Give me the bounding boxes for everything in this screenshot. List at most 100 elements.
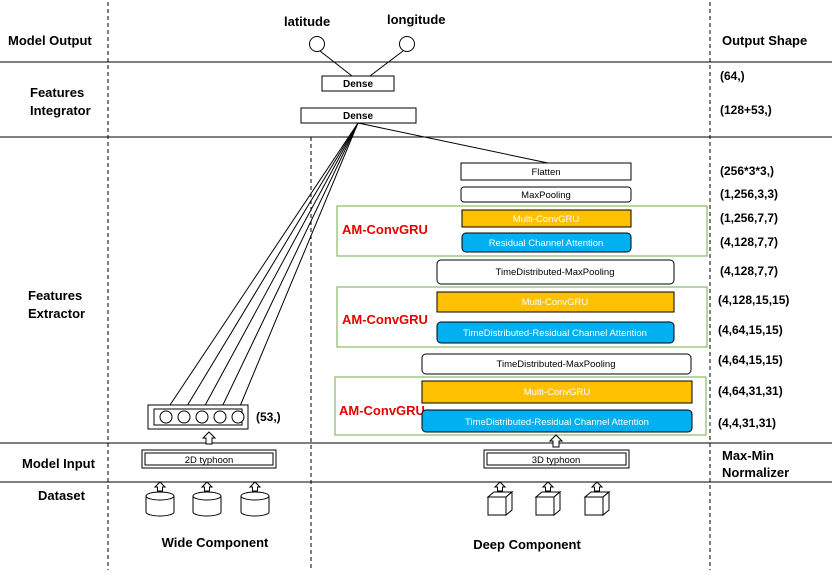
arrow-shape — [548, 434, 564, 448]
output-shape-4: (1,256,7,7) — [720, 211, 778, 225]
am-convgru-frame-3 — [334, 376, 707, 436]
arrow-shape — [590, 481, 604, 492]
wide-node-5 — [231, 410, 245, 424]
cylinder-icon — [192, 481, 222, 517]
td-residual-attention-label-2: TimeDistributed-Residual Channel Attenti… — [463, 328, 647, 339]
td-residual-attention-box-3 — [421, 409, 693, 433]
row-label-features-integrator-2: Integrator — [30, 103, 91, 118]
cylinder-body — [240, 496, 270, 517]
wide-node-2 — [177, 410, 191, 424]
cube-front — [535, 496, 555, 516]
maxpool-label: MaxPooling — [521, 190, 571, 201]
arrow-shape — [541, 481, 555, 492]
arrow-shape — [248, 481, 262, 492]
row-label-features-extractor-1: Features — [28, 288, 82, 303]
td-maxpool-box-1 — [436, 259, 675, 285]
dense-label-top: Dense — [343, 79, 373, 90]
edge-lon-to-dense — [369, 50, 404, 77]
td-residual-attention-box-2 — [436, 321, 675, 344]
cube-icon — [486, 481, 514, 517]
td-maxpool-label-1: TimeDistributed-MaxPooling — [496, 267, 615, 278]
output-shape-10: (4,64,31,31) — [718, 384, 783, 398]
flatten-box — [460, 162, 632, 181]
residual-attention-box-1 — [461, 232, 632, 253]
edge-wide-4 — [219, 122, 359, 412]
normalizer-label-2: Normalizer — [722, 465, 789, 480]
edge-dense-to-flatten — [357, 122, 549, 164]
deep-component-title: Deep Component — [473, 537, 581, 552]
output-shape-5: (4,128,7,7) — [720, 235, 778, 249]
am-convgru-label-3: AM-ConvGRU — [339, 403, 425, 418]
td-residual-attention-label-3: TimeDistributed-Residual Channel Attenti… — [465, 417, 649, 428]
output-shape-values: (64,) (128+53,) (256*3*3,) (1,256,3,3) (… — [718, 69, 789, 430]
td-maxpool-label-2: TimeDistributed-MaxPooling — [497, 359, 616, 370]
dense-label-bottom: Dense — [343, 111, 373, 122]
cube-front — [487, 496, 507, 516]
cube-front — [584, 496, 604, 516]
multi-convgru-label-1: Multi-ConvGRU — [513, 214, 580, 225]
row-label-features-extractor-2: Extractor — [28, 306, 85, 321]
am-convgru-label-2: AM-ConvGRU — [342, 312, 428, 327]
input-label-3d: 3D typhoon — [532, 455, 581, 466]
wide-feature-nodes — [159, 410, 245, 424]
edge-wide-2 — [183, 122, 359, 412]
multi-convgru-label-2: Multi-ConvGRU — [522, 297, 589, 308]
cylinder-icon — [240, 481, 270, 517]
edge-lat-to-dense — [319, 50, 353, 77]
cylinder-body — [192, 496, 222, 517]
edge-wide-1 — [165, 122, 359, 412]
up-arrow-wide-feature — [201, 431, 217, 445]
input-box-2d-inner — [144, 452, 274, 466]
td-maxpool-box-2 — [421, 353, 692, 375]
arrow-shape — [201, 431, 217, 445]
flatten-label: Flatten — [531, 167, 560, 178]
wide-feature-shape: (53,) — [256, 410, 281, 424]
wide-component-title: Wide Component — [162, 535, 269, 550]
cube-icon — [583, 481, 611, 517]
edge-wide-3 — [201, 122, 359, 412]
maxpool-box — [460, 186, 632, 203]
cube-side — [505, 490, 513, 517]
wide-node-1 — [159, 410, 173, 424]
arrow-shape — [493, 481, 507, 492]
am-convgru-frame-2 — [336, 286, 708, 348]
row-label-features-integrator-1: Features — [30, 85, 84, 100]
row-label-model-input: Model Input — [22, 456, 96, 471]
cube-side — [553, 490, 561, 517]
cylinder-top — [240, 491, 270, 501]
output-shape-9: (4,64,15,15) — [718, 353, 783, 367]
output-label-latitude: latitude — [284, 14, 330, 29]
multi-convgru-label-3: Multi-ConvGRU — [524, 387, 591, 398]
multi-convgru-box-2 — [436, 291, 675, 313]
dataset-cubes — [486, 481, 611, 517]
arrow-shape — [153, 481, 167, 492]
input-box-3d-inner — [486, 452, 627, 466]
multi-convgru-box-3 — [421, 380, 693, 404]
cube-icon — [534, 481, 562, 517]
dataset-cylinders — [145, 481, 270, 517]
multi-convgru-box-1 — [461, 209, 632, 228]
wide-node-4 — [213, 410, 227, 424]
wide-feature-edges — [165, 122, 359, 412]
output-shape-0: (64,) — [720, 69, 745, 83]
output-shape-2: (256*3*3,) — [720, 164, 774, 178]
cylinder-body — [145, 496, 175, 517]
normalizer-label-1: Max-Min — [722, 448, 774, 463]
arrow-shape — [200, 481, 214, 492]
am-convgru-label-1: AM-ConvGRU — [342, 222, 428, 237]
row-label-model-output: Model Output — [8, 33, 92, 48]
output-shape-7: (4,128,15,15) — [718, 293, 789, 307]
cube-side — [602, 490, 610, 517]
cylinder-top — [145, 491, 175, 501]
edge-wide-5 — [237, 122, 359, 412]
output-node-longitude — [399, 36, 415, 52]
cylinder-top — [192, 491, 222, 501]
output-shape-11: (4,4,31,31) — [718, 416, 776, 430]
dense-box-top — [321, 75, 395, 92]
input-label-2d: 2D typhoon — [185, 455, 234, 466]
output-node-latitude — [309, 36, 325, 52]
residual-attention-label-1: Residual Channel Attention — [489, 238, 604, 249]
output-shape-1: (128+53,) — [720, 103, 772, 117]
output-shape-6: (4,128,7,7) — [720, 264, 778, 278]
